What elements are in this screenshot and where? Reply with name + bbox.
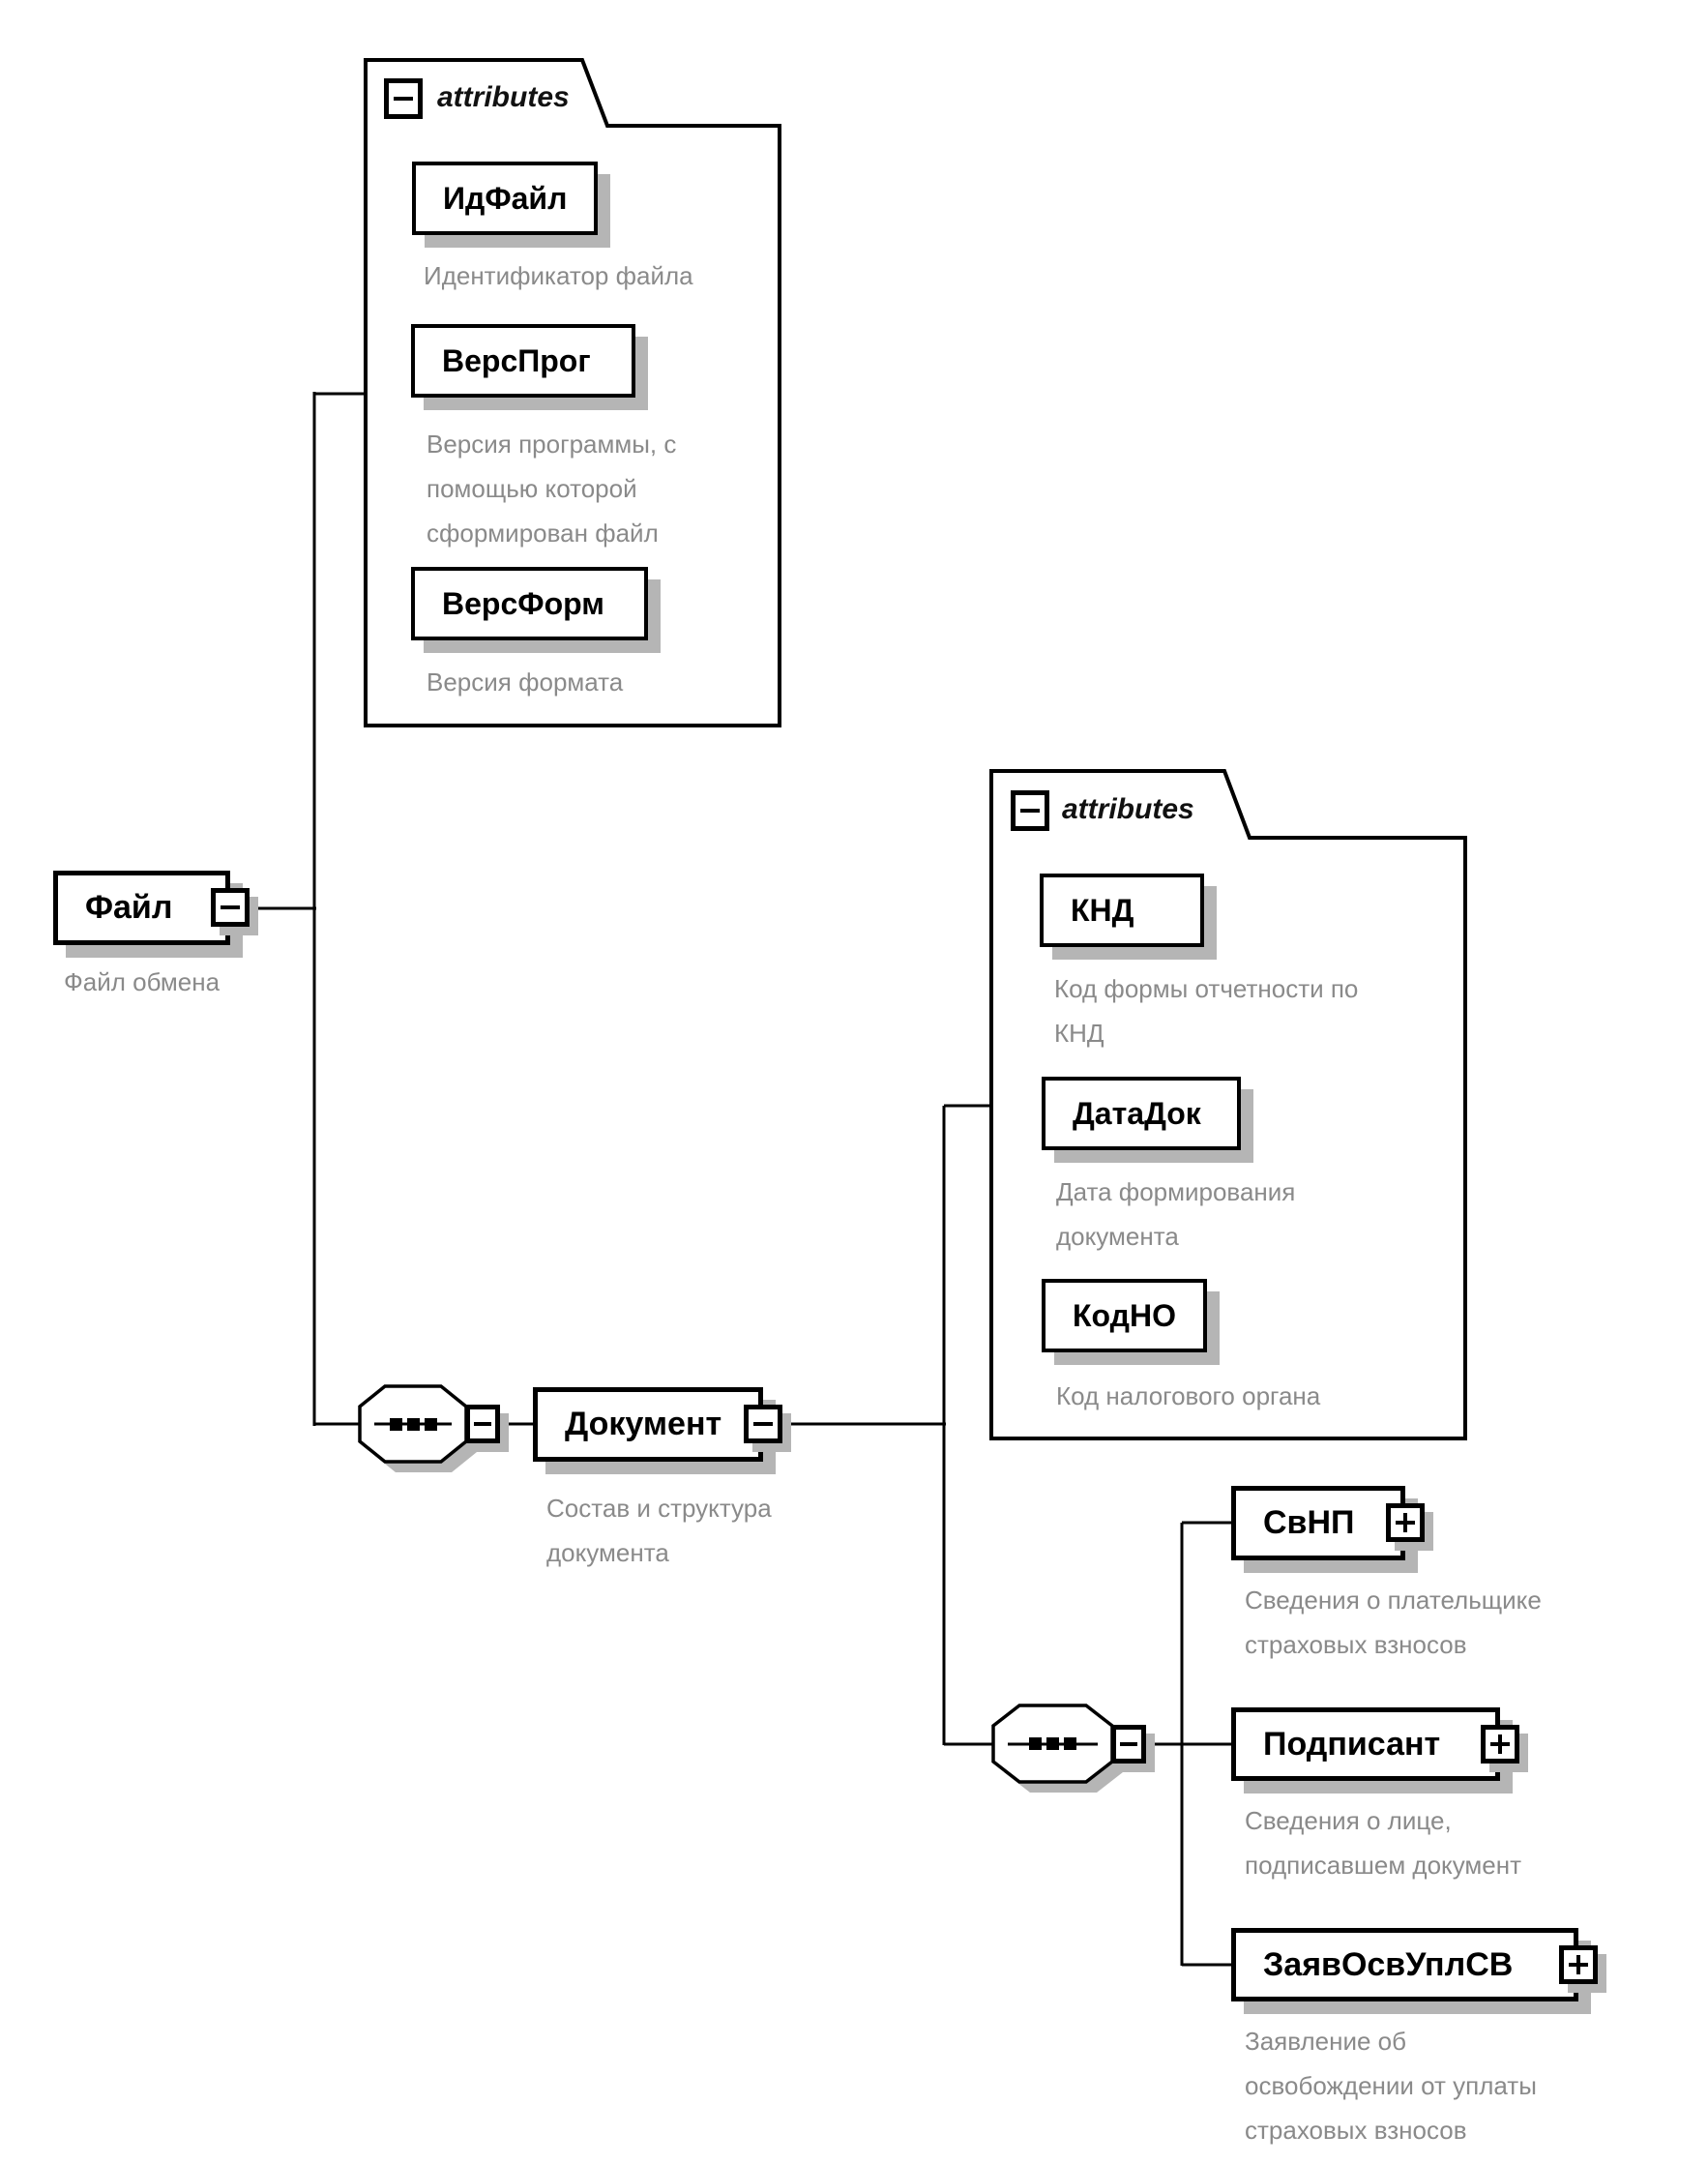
element-podpisant[interactable]: Подписант <box>1231 1707 1500 1781</box>
annotation-kodno: Код налогового органа <box>1056 1381 1321 1410</box>
attribute-label: КНД <box>1071 892 1134 928</box>
document-collapse-toggle[interactable] <box>744 1405 782 1443</box>
attributes-group-file-outline <box>364 58 781 727</box>
sequence-dot <box>1029 1737 1042 1750</box>
attributes-group-header: attributes <box>1062 793 1194 825</box>
plus-icon <box>1395 1512 1416 1533</box>
annotation-versform: Версия формата <box>427 667 624 697</box>
file-collapse-toggle[interactable] <box>211 888 250 927</box>
sequence-dot <box>1064 1737 1076 1750</box>
minus-icon <box>394 97 413 101</box>
attribute-label: ИдФайл <box>443 180 568 216</box>
plus-icon <box>1568 1954 1589 1975</box>
attribute-label: ВерсПрог <box>442 342 591 378</box>
minus-icon <box>474 1422 491 1426</box>
element-label: ЗаявОсвУплСВ <box>1263 1945 1514 1983</box>
attributes-group-collapse-toggle[interactable] <box>1011 790 1049 831</box>
minus-icon <box>1120 1742 1137 1746</box>
attribute-label: ДатаДок <box>1073 1095 1201 1131</box>
sequence-icon[interactable] <box>358 1384 477 1472</box>
minus-icon <box>753 1422 773 1426</box>
sequence-dot <box>1046 1737 1059 1750</box>
annotation-podpisant: Сведения о лице, подписавшем документ <box>1245 1806 1522 1880</box>
annotation-versprog: Версия программы, с помощью которой сфор… <box>427 430 677 548</box>
element-label: Подписант <box>1263 1725 1441 1763</box>
annotation-file: Файл обмена <box>64 967 221 996</box>
attribute-idfile[interactable]: ИдФайл <box>412 162 598 235</box>
annotation-document: Состав и структура документа <box>546 1494 772 1567</box>
sequence-icon[interactable] <box>991 1704 1123 1793</box>
element-svnp[interactable]: СвНП <box>1231 1486 1405 1560</box>
attributes-group-document-outline <box>989 769 1467 1440</box>
attribute-datadok[interactable]: ДатаДок <box>1042 1077 1241 1150</box>
element-zayav[interactable]: ЗаявОсвУплСВ <box>1231 1928 1578 2001</box>
minus-icon <box>1020 809 1040 813</box>
element-label: Документ <box>565 1406 722 1442</box>
element-label: СвНП <box>1263 1504 1355 1541</box>
sequence1-collapse-toggle[interactable] <box>465 1405 500 1443</box>
attribute-label: КодНО <box>1073 1297 1176 1333</box>
attribute-versform[interactable]: ВерсФорм <box>411 567 648 640</box>
annotation-knd: Код формы отчетности по КНД <box>1054 974 1359 1048</box>
sequence-dot <box>407 1418 420 1431</box>
zayav-expand-toggle[interactable] <box>1559 1945 1598 1984</box>
annotation-datadok: Дата формирования документа <box>1056 1177 1296 1251</box>
element-file[interactable]: Файл <box>53 871 230 945</box>
annotation-idfile: Идентификатор файла <box>424 261 693 290</box>
sequence-dot <box>390 1418 402 1431</box>
attribute-versprog[interactable]: ВерсПрог <box>411 324 635 398</box>
element-document[interactable]: Документ <box>533 1387 763 1462</box>
podpisant-expand-toggle[interactable] <box>1481 1725 1519 1764</box>
annotation-zayav: Заявление об освобождении от уплаты стра… <box>1245 2027 1537 2145</box>
sequence2-collapse-toggle[interactable] <box>1111 1725 1146 1764</box>
annotation-svnp: Сведения о плательщике страховых взносов <box>1245 1586 1542 1659</box>
element-label: Файл <box>85 889 173 926</box>
sequence-dot <box>425 1418 437 1431</box>
attribute-knd[interactable]: КНД <box>1040 874 1204 947</box>
attributes-group-collapse-toggle[interactable] <box>384 78 423 119</box>
svnp-expand-toggle[interactable] <box>1386 1503 1425 1542</box>
minus-icon <box>221 905 240 909</box>
attribute-label: ВерсФорм <box>442 585 604 621</box>
attributes-group-header: attributes <box>437 81 570 113</box>
plus-icon <box>1489 1734 1511 1755</box>
attribute-kodno[interactable]: КодНО <box>1042 1279 1207 1352</box>
